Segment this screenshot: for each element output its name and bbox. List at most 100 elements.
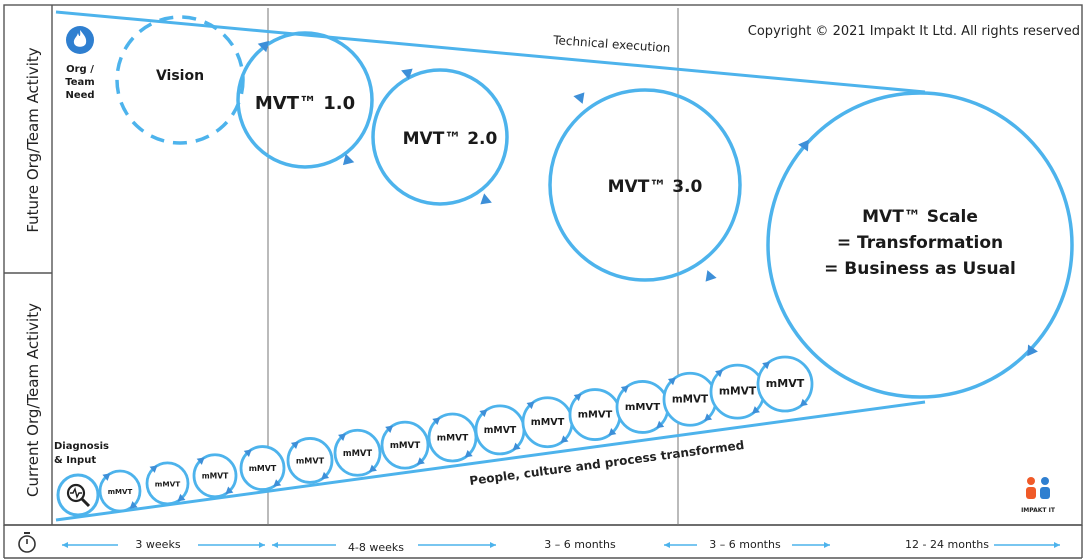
flame-icon <box>73 30 87 47</box>
mvt-1-label: MVT™ 1.0 <box>255 93 355 114</box>
mmvt-circle: mMVT <box>286 437 334 484</box>
mvt-scale-line-3: = Business as Usual <box>824 259 1016 279</box>
mmvt-arrow-head <box>129 501 138 509</box>
mmvt-arrow-head <box>432 417 441 426</box>
future-lane-label: Future Org/Team Activity <box>24 47 42 232</box>
mmvt-arrow-head <box>177 493 186 502</box>
heartbeat-magnifier-icon <box>66 483 91 508</box>
mmvt-circle: mMVT <box>333 428 382 477</box>
logo-figure-blue-head <box>1041 477 1049 485</box>
mmvt-arrow-head <box>560 435 569 443</box>
mmvt-arrow-head <box>715 369 723 378</box>
org-need-line-3: Need <box>65 90 94 101</box>
mmvt-arrow-head <box>385 425 394 434</box>
logo-figure-blue-body <box>1040 487 1050 499</box>
mmvt-arrow-head <box>149 465 158 473</box>
top-funnel-edge <box>55 10 926 94</box>
mmvt-circle: mMVT <box>521 396 574 449</box>
mmvt-label: mMVT <box>108 488 133 496</box>
mmvt-circle: mMVT <box>568 388 622 441</box>
mmvt-arrow-head <box>608 428 617 436</box>
mmvt-circle: mMVT <box>474 404 526 456</box>
mvt-1-circle <box>236 31 374 169</box>
copyright-text: Copyright © 2021 Impakt It Ltd. All righ… <box>748 24 1080 39</box>
timeline-arrow-head <box>664 542 670 548</box>
logo-figure-orange-body <box>1026 487 1036 499</box>
mmvt-arrow-head <box>290 441 299 449</box>
mmvt-label: mMVT <box>155 479 181 488</box>
mmvt-label: mMVT <box>719 385 757 398</box>
technical-execution-label: Technical execution <box>552 33 671 55</box>
timeline-arrow-head <box>824 542 830 548</box>
arrow-head <box>480 193 492 205</box>
mmvt-label: mMVT <box>766 377 805 390</box>
org-need-line-2: Team <box>65 77 94 88</box>
logo-text: IMPAKT IT <box>1021 507 1056 514</box>
timeline-label-3: 3 – 6 months <box>544 538 616 551</box>
org-need-badge: Org / Team Need <box>65 26 95 101</box>
mmvt-circle: mMVT <box>98 469 142 513</box>
timeline-arrow-head <box>490 542 496 548</box>
mmvt-arrow-head <box>667 377 676 386</box>
mvt-scale-line-1: MVT™ Scale <box>862 207 978 227</box>
mmvt-ring <box>239 445 286 491</box>
timeline-label-1: 3 weeks <box>135 538 180 551</box>
current-lane-label: Current Org/Team Activity <box>24 303 42 497</box>
timeline-label-2: 4-8 weeks <box>348 541 404 554</box>
mmvt-ring <box>380 420 430 470</box>
timeline-label-5: 12 - 24 months <box>905 538 989 551</box>
timeline-arrow-head <box>259 542 265 548</box>
mvt-3-circle <box>548 88 742 282</box>
diagnosis-line-1: Diagnosis <box>54 441 109 452</box>
mmvt-ring <box>145 461 190 506</box>
timeline-arrows <box>62 542 1060 548</box>
mvt-1: MVT™ 1.0 <box>236 31 374 169</box>
timeline: 3 weeks 4-8 weeks 3 – 6 months 3 – 6 mon… <box>18 532 1060 554</box>
stopwatch-icon <box>18 532 36 553</box>
mmvt-circle: mMVT <box>145 461 190 506</box>
mmvt-arrow-head <box>369 464 377 473</box>
mvt-2-circle <box>371 68 509 206</box>
mmvt-circle: mMVT <box>239 445 286 491</box>
mvt-2: MVT™ 2.0 <box>371 68 509 206</box>
mmvt-label: mMVT <box>672 393 709 405</box>
mmvt-label: mMVT <box>296 455 325 465</box>
mmvt-circle: mMVT <box>427 412 478 463</box>
mmvt-arrow-head <box>243 449 252 457</box>
mmvt-arrow-head <box>273 479 282 487</box>
mmvt-label: mMVT <box>343 448 373 458</box>
mvt-scale-circle <box>766 91 1074 399</box>
mmvt-label: mMVT <box>625 402 660 413</box>
mmvt-arrow-head <box>620 385 629 394</box>
bottom-funnel-edge <box>55 400 926 522</box>
mvt-scale-line-2: = Transformation <box>837 233 1003 253</box>
mmvt-arrow-head <box>704 413 713 421</box>
mmvt-arrow-head <box>338 433 346 441</box>
mmvt-circle: mMVT <box>709 363 766 420</box>
mmvt-arrow-head <box>479 409 488 418</box>
vision-label: Vision <box>156 68 204 84</box>
mmvt-ring <box>333 428 382 477</box>
mmvt-ring <box>756 355 814 413</box>
timeline-arrow-head <box>62 542 68 548</box>
arrow-head <box>257 40 270 53</box>
mmvt-label: mMVT <box>531 417 565 428</box>
diagnosis-badge: Diagnosis & Input <box>54 441 109 517</box>
arrow-head <box>401 68 413 80</box>
org-need-line-1: Org / <box>66 64 94 75</box>
mmvt-circle: mMVT <box>380 420 430 470</box>
mmvt-label: mMVT <box>202 472 229 481</box>
mmvt-arrow-head <box>416 457 425 465</box>
timeline-arrow-head <box>1054 542 1060 548</box>
mmvt-label: mMVT <box>390 441 420 451</box>
mmvt-arrow-head <box>573 393 582 402</box>
mmvt-arrow-head <box>196 457 205 465</box>
circle-arrows <box>257 40 1038 357</box>
diagnosis-line-2: & Input <box>54 455 96 466</box>
mmvt-arrow-head <box>799 398 808 407</box>
mmvt-label: mMVT <box>484 425 517 436</box>
timeline-arrow-head <box>272 542 278 548</box>
mmvt-arrow-head <box>225 486 234 495</box>
mmvt-ring <box>98 469 142 513</box>
vision-circle <box>115 15 245 145</box>
